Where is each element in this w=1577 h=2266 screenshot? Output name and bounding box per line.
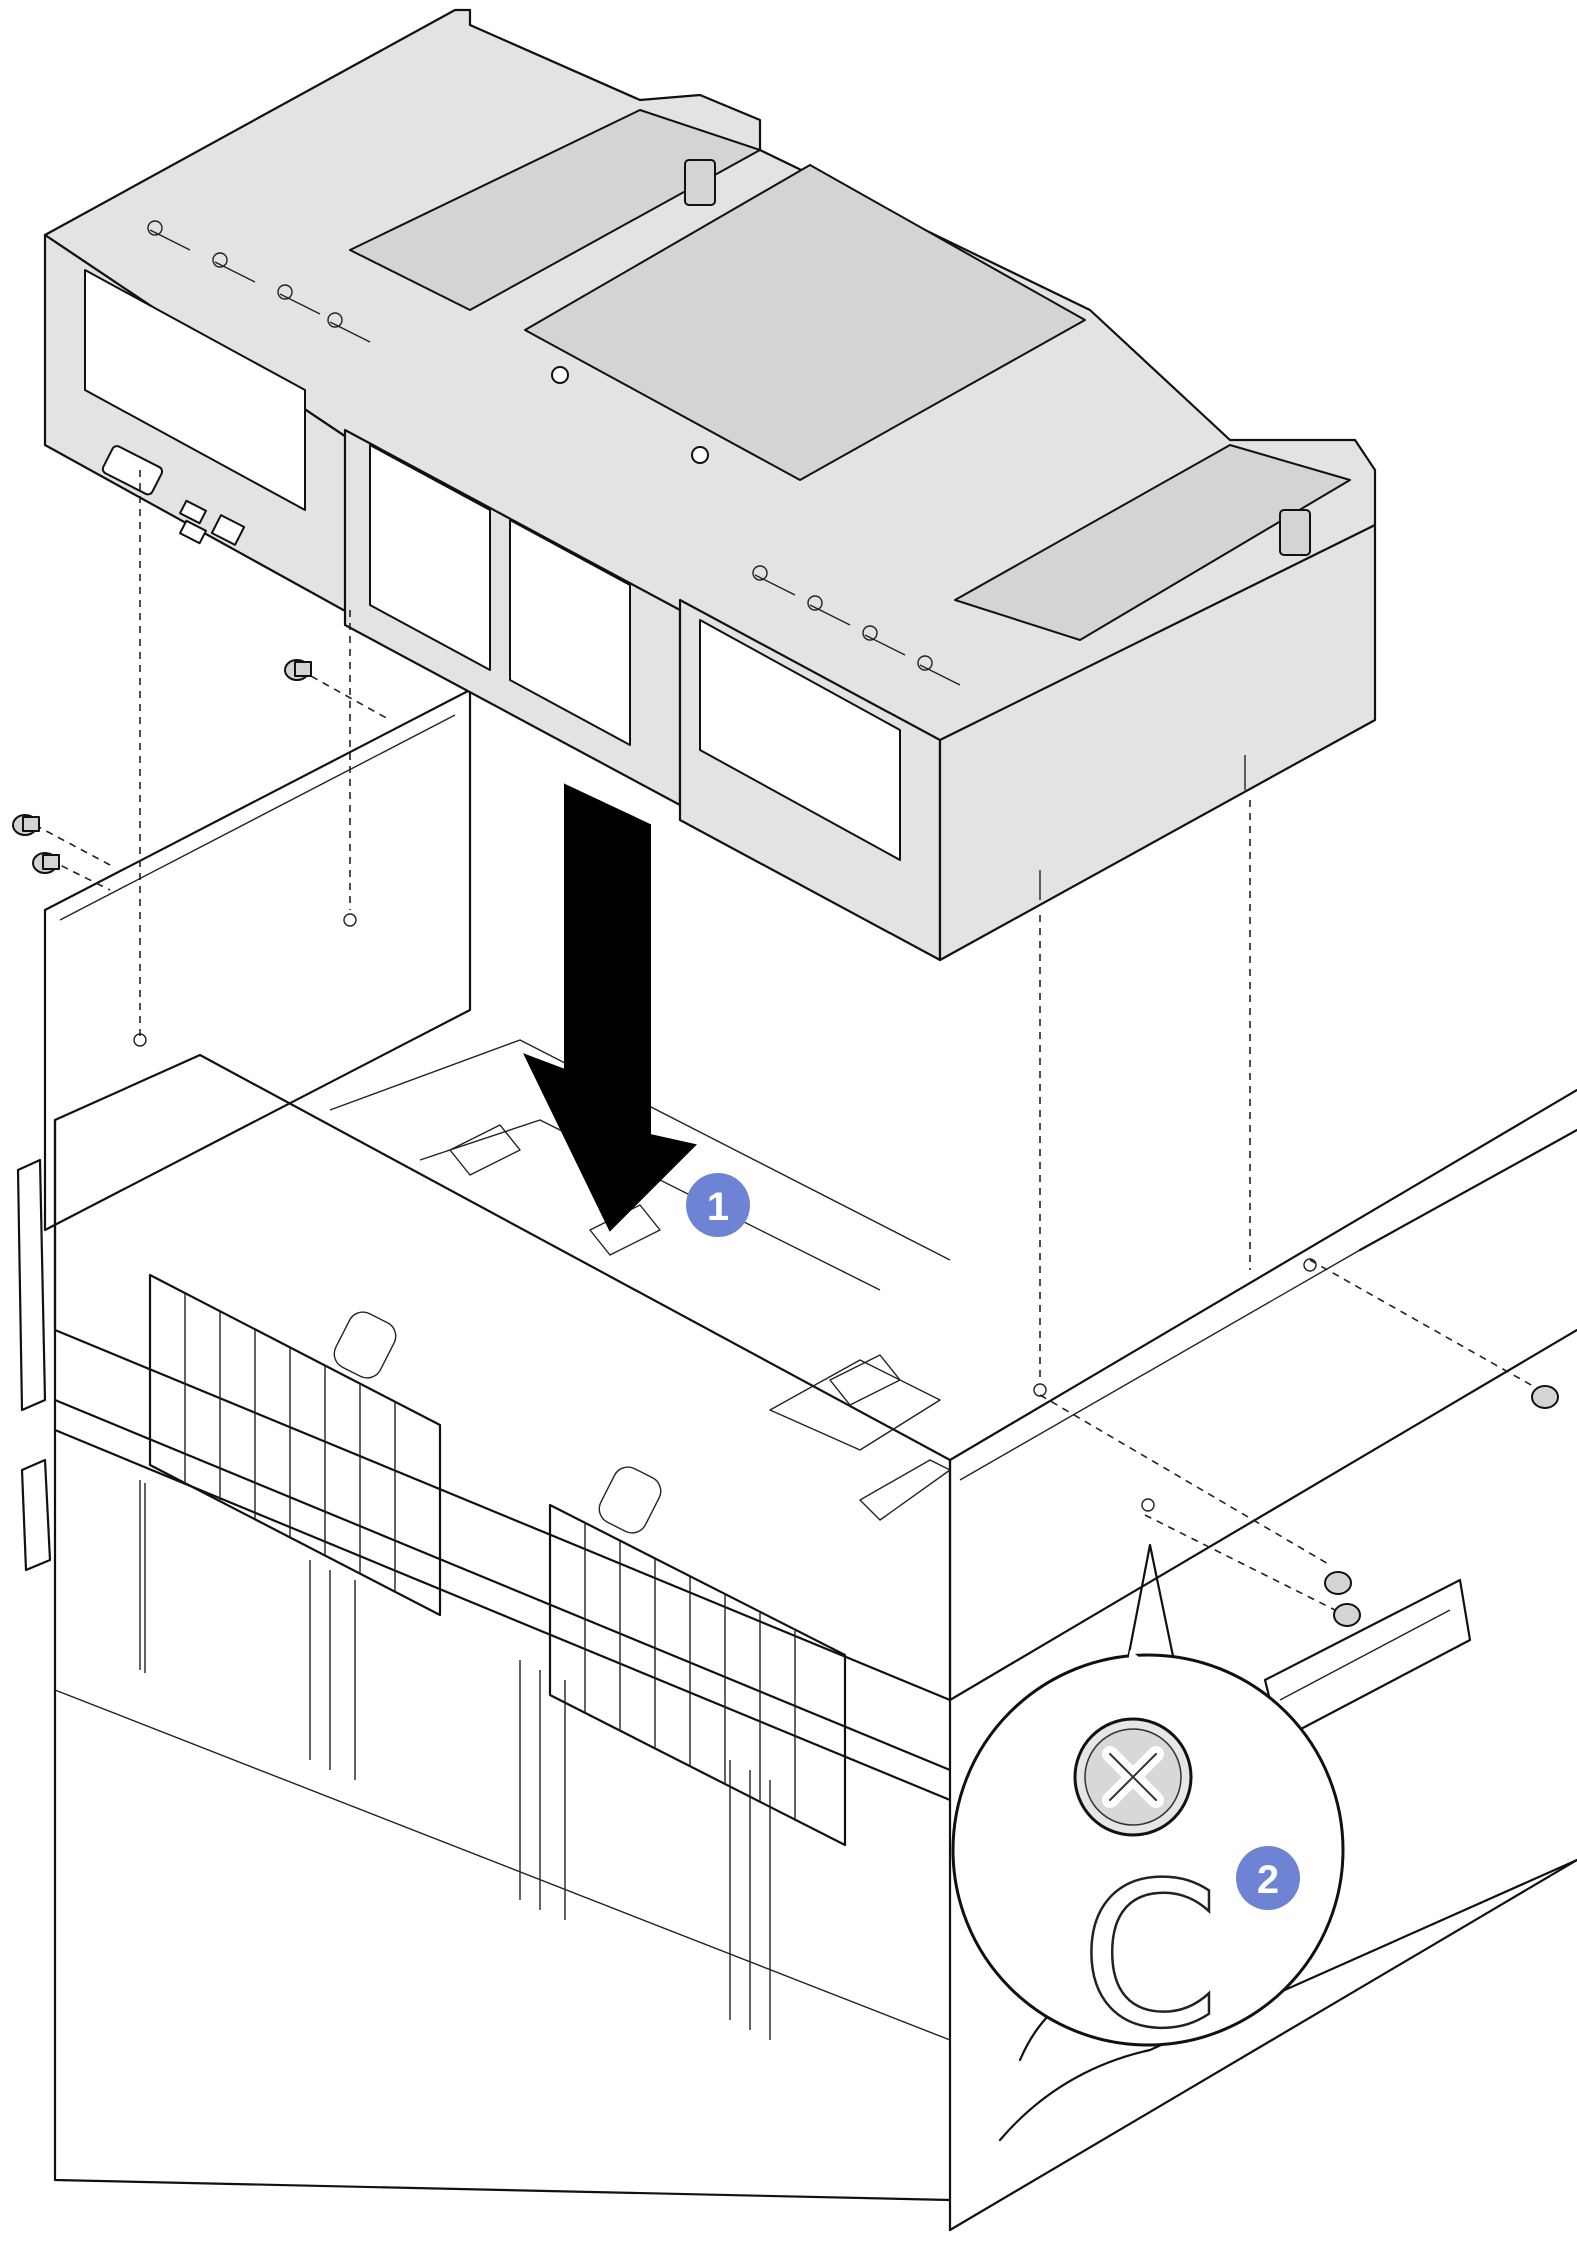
callout-1: 1	[686, 1173, 750, 1237]
keyhole-slots-left	[147, 220, 371, 343]
downward-arrow-icon	[523, 783, 697, 1232]
usb-port	[179, 519, 207, 545]
screw-icon	[1333, 1603, 1361, 1627]
thumbscrew	[1279, 509, 1311, 556]
screw-icon	[12, 814, 40, 836]
thumbscrew	[684, 159, 716, 206]
keyhole-slots-right	[752, 565, 961, 686]
callout-2: 2	[1236, 1846, 1300, 1910]
zoom-detail: C	[951, 1543, 1345, 2074]
alignment-guides	[34, 470, 1541, 1611]
screws	[12, 659, 1559, 1627]
zoom-glyph-c: C	[1080, 1840, 1220, 2073]
callout-1-label: 1	[707, 1185, 729, 1229]
screw-icon	[32, 852, 60, 874]
usb-port	[179, 499, 207, 525]
phillips-screw-head-icon	[1073, 1717, 1193, 1837]
screw-icon	[284, 659, 312, 681]
screw-icon	[1324, 1571, 1352, 1595]
riser-cage-assembly	[43, 8, 1377, 962]
callout-2-label: 2	[1257, 1858, 1279, 1902]
ethernet-port	[210, 514, 246, 546]
chassis	[16, 688, 1577, 2232]
vga-port	[101, 445, 164, 496]
screw-icon	[1531, 1385, 1559, 1409]
